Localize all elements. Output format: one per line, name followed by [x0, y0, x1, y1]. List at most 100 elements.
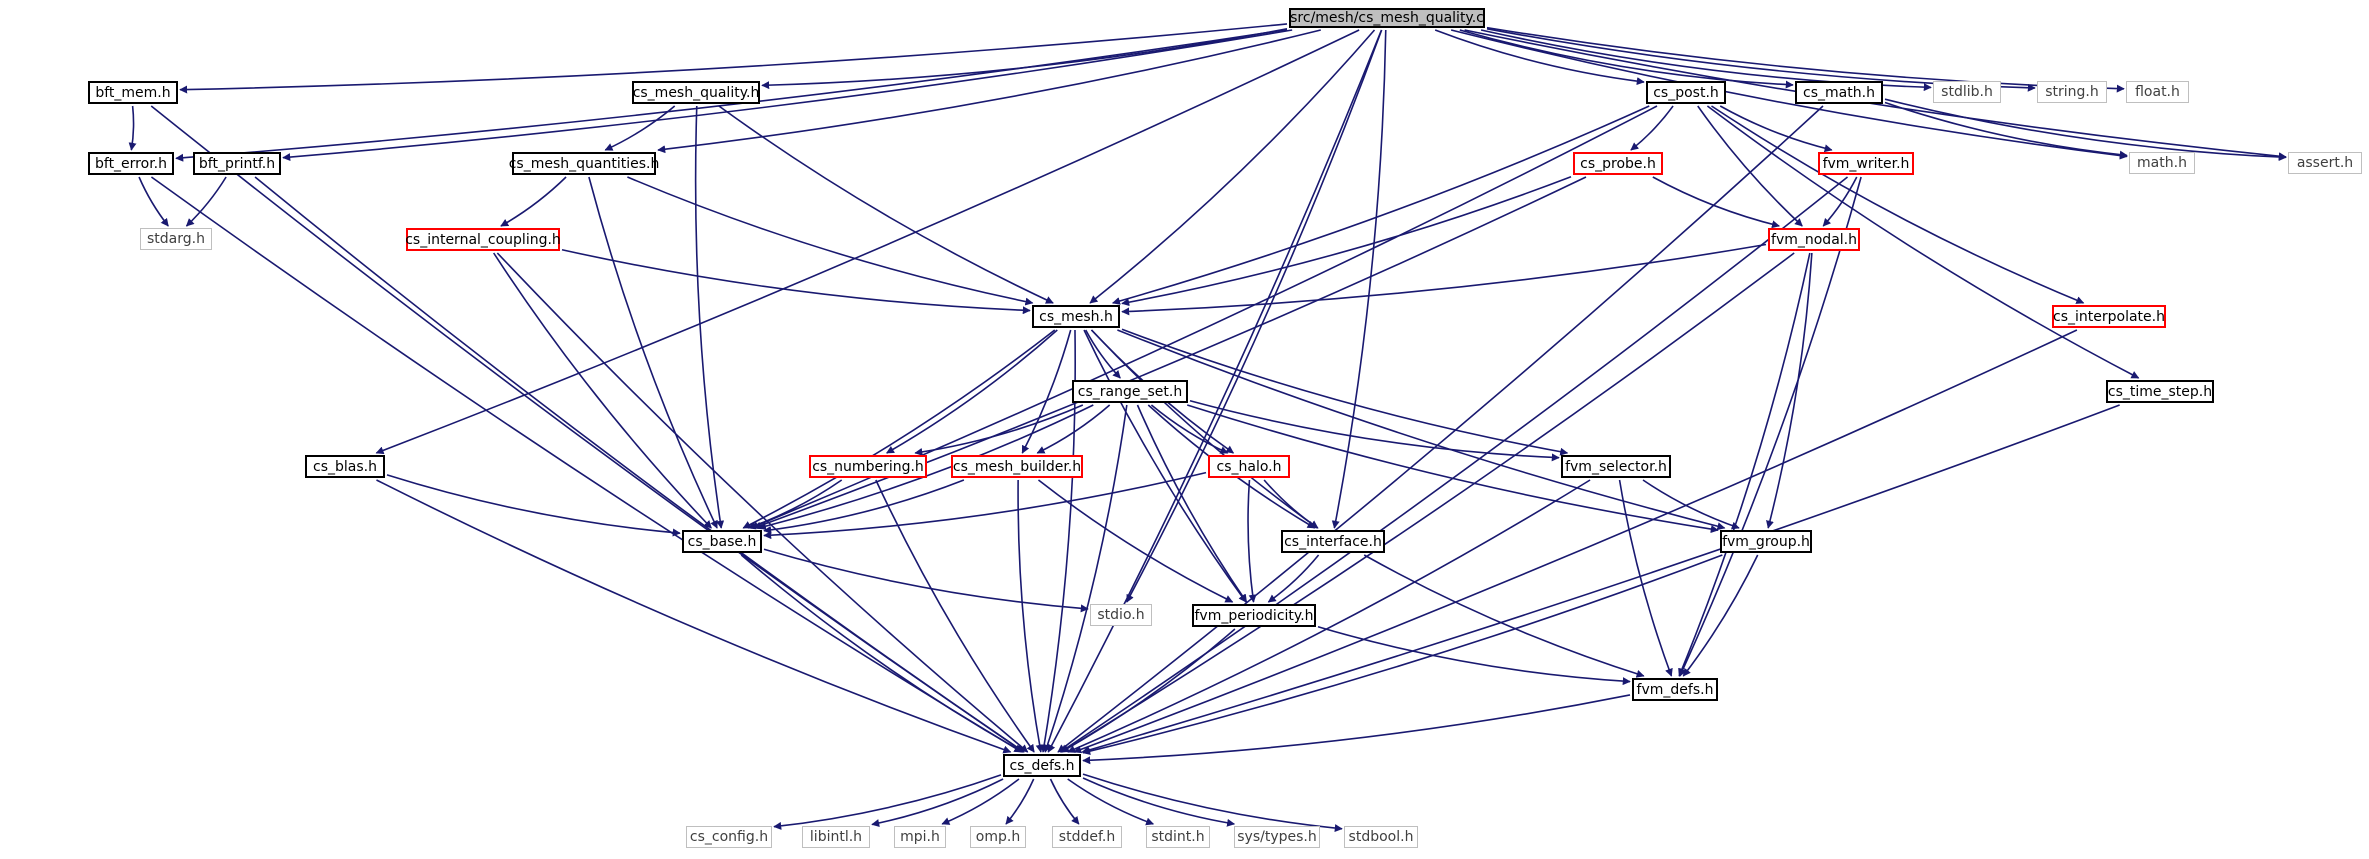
node-cs-mesh-builder[interactable]: cs_mesh_builder.h — [951, 455, 1083, 478]
edge-cs_mesh-to-cs_interface — [1090, 329, 1319, 529]
node-bft-printf[interactable]: bft_printf.h — [193, 152, 281, 175]
edge-cs_halo-to-fvm_periodicity — [1247, 479, 1257, 603]
node-fvm-periodicity[interactable]: fvm_periodicity.h — [1192, 604, 1316, 627]
node-fvm-defs[interactable]: fvm_defs.h — [1632, 678, 1718, 701]
edge-cs_math-to-cs_defs — [1057, 105, 1824, 753]
node-cs-halo[interactable]: cs_halo.h — [1208, 455, 1290, 478]
edge-fvm_group-to-fvm_defs — [1682, 554, 1759, 677]
edge-bft_printf-to-stdarg — [185, 176, 227, 227]
node-stddef[interactable]: stddef.h — [1052, 826, 1122, 848]
edge-cs_range_set-to-fvm_periodicity — [1136, 404, 1248, 603]
node-cs-mesh[interactable]: cs_mesh.h — [1032, 305, 1120, 328]
edge-cs_base-to-stdio — [763, 548, 1089, 613]
node-sys-types[interactable]: sys/types.h — [1234, 826, 1320, 848]
node-mpi[interactable]: mpi.h — [894, 826, 946, 848]
edge-cs_defs-to-sys_types — [1082, 777, 1236, 827]
node-root-source-file: src/mesh/cs_mesh_quality.c — [1289, 8, 1485, 28]
edge-cs_mesh_quality_h-to-cs_mesh — [718, 105, 1054, 304]
node-libintl[interactable]: libintl.h — [802, 826, 870, 848]
edge-cs_math-to-math — [1884, 101, 2128, 159]
edge-cs_mesh_quantities-to-cs_internal_coupling — [500, 176, 567, 227]
edge-fvm_nodal-to-fvm_group — [1766, 252, 1813, 529]
node-math[interactable]: math.h — [2129, 152, 2195, 174]
edge-cs_internal_coupling-to-cs_base — [493, 252, 712, 529]
edge-cs_defs-to-omp — [1005, 778, 1035, 825]
node-fvm-group[interactable]: fvm_group.h — [1720, 530, 1812, 553]
edge-cs_probe-to-cs_base — [753, 176, 1587, 530]
edge-root-to-cs_mesh_quantities — [657, 29, 1321, 154]
node-stdlib[interactable]: stdlib.h — [1933, 81, 2001, 103]
node-cs-mesh-quantities[interactable]: cs_mesh_quantities.h — [509, 152, 659, 175]
node-bft-error[interactable]: bft_error.h — [88, 152, 174, 175]
edge-cs_post-to-cs_mesh — [1111, 105, 1650, 305]
node-cs-interpolate[interactable]: cs_interpolate.h — [2052, 305, 2166, 328]
edge-fvm_nodal-to-fvm_defs — [1678, 252, 1811, 677]
edge-root-to-cs_defs — [1047, 29, 1383, 753]
edge-cs_interface-to-fvm_periodicity — [1267, 554, 1320, 603]
node-bft-mem[interactable]: bft_mem.h — [88, 81, 178, 104]
edge-cs_mesh-to-cs_base — [742, 329, 1056, 529]
node-cs-base[interactable]: cs_base.h — [682, 530, 762, 553]
node-cs-defs[interactable]: cs_defs.h — [1003, 754, 1081, 777]
edge-root-to-bft_printf — [282, 29, 1293, 162]
edge-cs_mesh-to-fvm_selector — [1121, 328, 1569, 456]
node-cs-blas[interactable]: cs_blas.h — [305, 455, 385, 478]
edge-cs_blas-to-cs_base — [386, 474, 681, 537]
node-cs-time-step[interactable]: cs_time_step.h — [2106, 380, 2214, 403]
edge-cs_defs-to-stdbool — [1082, 773, 1343, 833]
edge-root-to-math — [1450, 29, 2128, 160]
edge-fvm_writer-to-cs_defs — [1059, 176, 1849, 753]
edge-root-to-cs_interface — [1331, 29, 1387, 529]
edge-cs_halo-to-cs_base — [763, 471, 1207, 540]
edge-fvm_nodal-to-cs_mesh — [1121, 243, 1767, 316]
node-string[interactable]: string.h — [2037, 81, 2107, 103]
node-cs-math[interactable]: cs_math.h — [1795, 81, 1883, 104]
edge-cs_post-to-cs_probe — [1630, 105, 1674, 151]
node-fvm-nodal[interactable]: fvm_nodal.h — [1768, 228, 1860, 251]
edge-root-to-bft_mem — [179, 23, 1288, 94]
edge-cs_defs-to-stddef — [1049, 778, 1080, 825]
edge-cs_internal_coupling-to-cs_mesh — [561, 248, 1031, 315]
node-fvm-writer[interactable]: fvm_writer.h — [1818, 152, 1914, 175]
node-omp[interactable]: omp.h — [970, 826, 1026, 848]
node-assert[interactable]: assert.h — [2288, 152, 2362, 174]
edge-cs_math-to-assert — [1884, 98, 2287, 162]
edge-cs_mesh_quality_h-to-cs_mesh_quantities — [604, 105, 676, 151]
node-stdbool[interactable]: stdbool.h — [1344, 826, 1418, 848]
node-float[interactable]: float.h — [2126, 81, 2189, 103]
edge-cs_mesh-to-cs_numbering — [886, 329, 1058, 454]
edge-cs_mesh-to-fvm_group — [1117, 329, 1726, 531]
node-fvm-selector[interactable]: fvm_selector.h — [1561, 455, 1671, 478]
node-cs-config[interactable]: cs_config.h — [686, 826, 772, 848]
node-stdio[interactable]: stdio.h — [1090, 604, 1152, 626]
edge-cs_range_set-to-cs_halo — [1150, 404, 1229, 454]
edge-cs_range_set-to-fvm_selector — [1189, 399, 1560, 462]
node-cs-interface[interactable]: cs_interface.h — [1281, 530, 1385, 553]
edge-cs_defs-to-cs_config — [773, 774, 1002, 830]
node-cs-numbering[interactable]: cs_numbering.h — [809, 455, 927, 478]
edge-cs_mesh-to-cs_mesh_builder — [1021, 329, 1072, 454]
edge-cs_post-to-fvm_writer — [1719, 105, 1833, 153]
edge-cs_defs-to-stdint — [1067, 778, 1155, 826]
edge-cs_post-to-cs_time_step — [1706, 105, 2140, 379]
edge-bft_printf-to-cs_defs — [254, 176, 1025, 753]
node-cs-probe[interactable]: cs_probe.h — [1573, 152, 1663, 175]
edge-cs_defs-to-mpi — [941, 778, 1020, 825]
node-cs-range-set[interactable]: cs_range_set.h — [1072, 380, 1188, 403]
node-cs-internal-coupling[interactable]: cs_internal_coupling.h — [405, 228, 561, 251]
edge-fvm_nodal-to-cs_defs — [1061, 252, 1795, 753]
edge-bft_mem-to-bft_error — [128, 105, 137, 151]
edge-cs_mesh-to-cs_range_set — [1085, 329, 1121, 379]
edge-cs_mesh_quantities-to-cs_mesh — [627, 176, 1034, 306]
edge-fvm_defs-to-cs_defs — [1082, 694, 1631, 765]
node-cs-mesh-quality-h[interactable]: cs_mesh_quality.h — [632, 81, 760, 104]
edge-fvm_writer-to-fvm_nodal — [1822, 176, 1858, 227]
edge-root-to-float — [1486, 26, 2125, 93]
edge-bft_error-to-cs_defs — [150, 176, 1023, 753]
node-cs-post[interactable]: cs_post.h — [1646, 81, 1726, 104]
node-stdint[interactable]: stdint.h — [1146, 826, 1210, 848]
edge-root-to-cs_blas — [375, 29, 1360, 455]
node-stdarg[interactable]: stdarg.h — [140, 228, 212, 250]
edge-cs_defs-to-libintl — [871, 778, 1004, 827]
